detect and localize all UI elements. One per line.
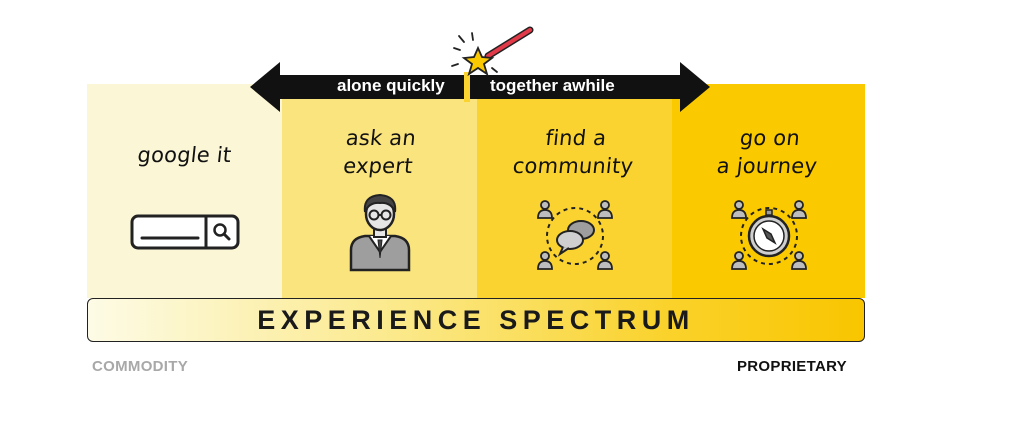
panel-title-line: find a bbox=[544, 126, 608, 150]
experience-spectrum-banner: EXPERIENCE SPECTRUM bbox=[87, 298, 865, 342]
panel-title-line: google it bbox=[136, 143, 233, 167]
panel-go-on-a-journey: go on a journey bbox=[672, 84, 865, 298]
panel-ask-an-expert: ask an expert bbox=[282, 84, 477, 298]
expert-person-icon bbox=[349, 193, 410, 272]
panel-title-line: ask an bbox=[344, 126, 418, 150]
panel-title: ask an expert bbox=[279, 124, 480, 180]
arrow-label-left: alone quickly bbox=[337, 76, 445, 95]
panel-title: find a community bbox=[474, 124, 675, 180]
panel-title-line: community bbox=[511, 154, 635, 178]
compass-group-icon bbox=[730, 200, 807, 270]
magic-wand-icon bbox=[451, 26, 534, 77]
commodity-label: COMMODITY bbox=[92, 358, 189, 375]
proprietary-label: PROPRIETARY bbox=[737, 358, 847, 375]
panel-google-it: google it bbox=[87, 84, 282, 298]
panel-title: go on a journey bbox=[669, 124, 868, 180]
community-chat-icon bbox=[536, 200, 613, 270]
panel-title-line: go on bbox=[738, 126, 802, 150]
panel-title-line: a journey bbox=[715, 154, 819, 178]
banner-text: EXPERIENCE SPECTRUM bbox=[257, 304, 695, 335]
arrow-label-right: together awhile bbox=[490, 76, 615, 95]
double-arrow bbox=[250, 62, 710, 112]
panel-title: google it bbox=[86, 141, 284, 169]
search-bar-icon bbox=[130, 214, 239, 250]
panel-find-a-community: find a community bbox=[477, 84, 672, 298]
panel-title-line: expert bbox=[342, 154, 414, 178]
